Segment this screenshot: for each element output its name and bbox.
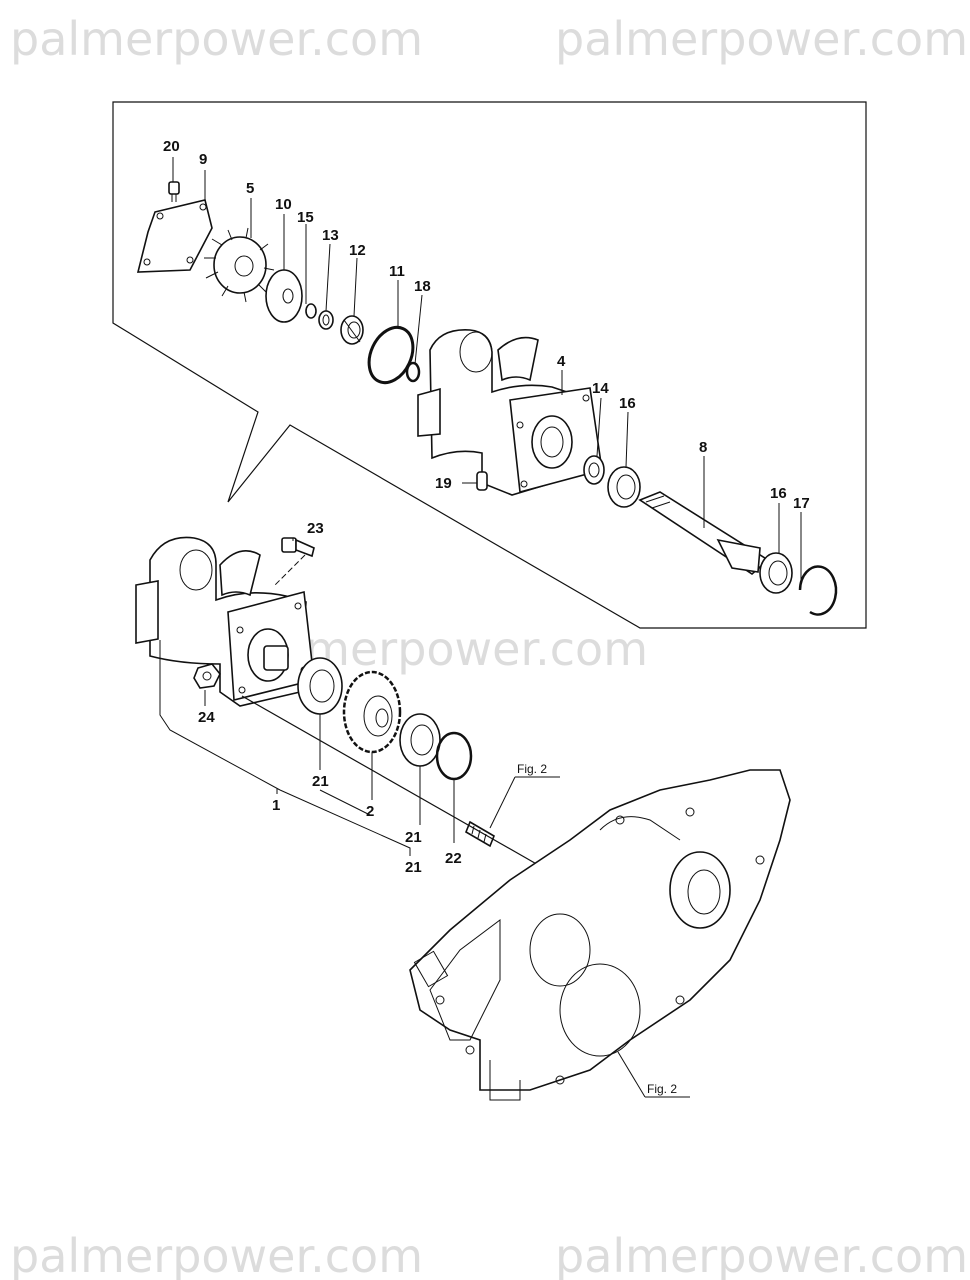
lower-leaders (159, 538, 690, 1098)
callout-21-c: 21 (405, 859, 422, 876)
cover-plate-part-9 (136, 199, 213, 273)
callout-24: 24 (198, 709, 215, 726)
assembly-axis (241, 695, 541, 867)
circlip-part-17 (798, 565, 838, 616)
watermark-bottom-right: palmerpower.com (555, 1229, 968, 1280)
watermark-bottom-left: palmerpower.com (10, 1229, 423, 1280)
watermark-top-right: palmerpower.com (555, 12, 968, 66)
callout-23: 23 (307, 520, 324, 537)
figure-ref-upper: Fig. 2 (517, 762, 547, 776)
o-ring-part-22 (435, 731, 473, 781)
bearing-part-16-upper (607, 466, 641, 508)
callout-21-b: 21 (405, 829, 422, 846)
seal-part-14 (583, 455, 605, 485)
callout-16-lower: 16 (770, 485, 787, 502)
callout-12: 12 (349, 242, 366, 259)
callout-8: 8 (699, 439, 707, 456)
callout-10: 10 (275, 196, 292, 213)
callout-11: 11 (389, 263, 405, 280)
shaft-part-8 (638, 491, 770, 576)
pump-housing-part-4 (417, 329, 603, 496)
bolt-part-23 (274, 537, 315, 586)
nut-part-24 (193, 663, 221, 689)
callout-5: 5 (246, 180, 254, 197)
bolt-part-20 (168, 181, 180, 202)
impeller-part-5 (204, 227, 275, 303)
o-ring-part-11 (367, 325, 415, 385)
bearing-part-21-a (297, 657, 343, 715)
callout-16-upper: 16 (619, 395, 636, 412)
callout-21-a: 21 (312, 773, 329, 790)
callout-14: 14 (592, 380, 609, 397)
callout-19: 19 (435, 475, 452, 492)
callout-1: 1 (272, 797, 280, 814)
callout-22: 22 (445, 850, 462, 867)
callout-13: 13 (322, 227, 339, 244)
ring-part-13 (318, 310, 334, 330)
callout-15: 15 (297, 209, 314, 226)
o-ring-part-18 (405, 361, 421, 383)
pin-part-19 (476, 471, 488, 491)
bearing-part-21-b (399, 713, 441, 767)
callout-17: 17 (793, 495, 810, 512)
ring-part-15 (305, 303, 317, 319)
gear-case-housing (409, 769, 791, 1101)
seal-part-12 (340, 315, 364, 345)
washer-part-10 (265, 269, 303, 323)
callout-2: 2 (366, 803, 374, 820)
detail-frame (112, 101, 867, 629)
upper-leaders (172, 157, 802, 580)
callout-20: 20 (163, 138, 180, 155)
callout-4: 4 (557, 353, 566, 370)
callout-9: 9 (199, 151, 207, 168)
gear-part-2 (342, 670, 402, 754)
callout-18: 18 (414, 278, 431, 295)
pump-assembly-part-1 (135, 536, 315, 707)
bearing-part-16-lower (759, 552, 793, 594)
watermark-top-left: palmerpower.com (10, 12, 423, 66)
figure-ref-lower: Fig. 2 (647, 1082, 677, 1096)
